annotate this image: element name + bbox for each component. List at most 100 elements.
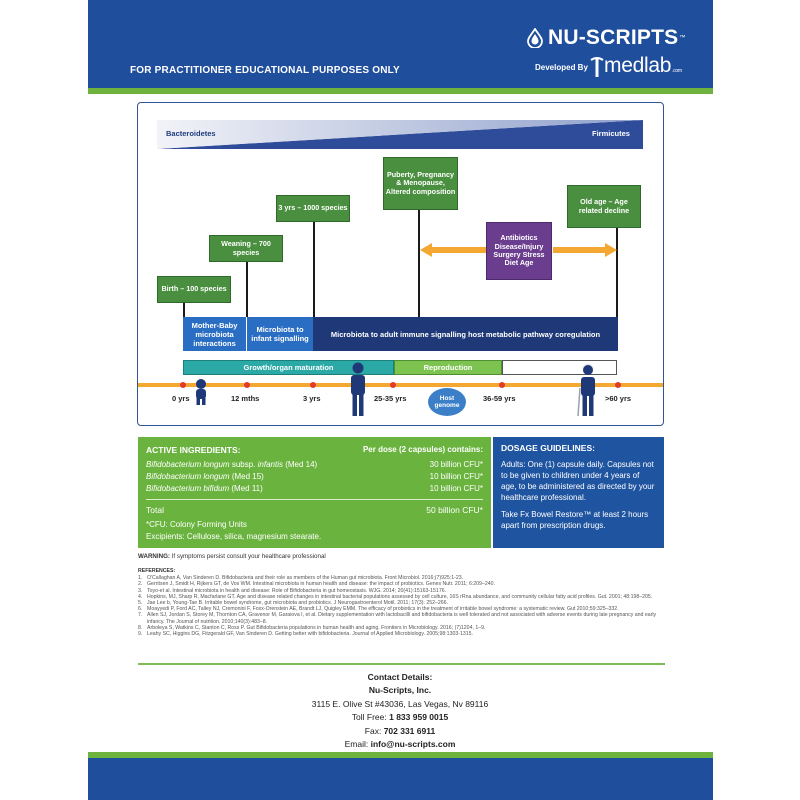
bacteroidetes-label: Bacteroidetes [166, 129, 216, 138]
developed-by-label: Developed By [535, 63, 588, 72]
contact-details: Contact Details: Nu-Scripts, Inc. 3115 E… [200, 671, 600, 751]
warning-note: WARNING: If symptoms persist consult you… [138, 553, 326, 560]
baby-icon [196, 379, 206, 405]
toll-free-number[interactable]: 1 833 959 0015 [389, 712, 449, 723]
microbiota-infant-phase: Microbiota to infant signalling [247, 317, 313, 351]
ingredients-total-row: Total 50 billion CFU* [146, 505, 483, 515]
fax-line: Fax: 702 331 6911 [364, 725, 436, 736]
partner-suffix: .com [672, 68, 682, 74]
total-amount: 50 billion CFU* [426, 505, 483, 515]
age-marker-dot [244, 382, 250, 388]
reference-item: 3.Toyo-et al. Intestinal microbiota in h… [138, 587, 447, 594]
reference-item: 5.Jae Lee b, Young-Tae B. Irritable bowe… [138, 600, 448, 607]
references-divider [138, 663, 665, 665]
ingredients-title: ACTIVE INGREDIENTS: [146, 445, 241, 455]
three-yrs-milestone: 3 yrs – 1000 species [276, 195, 350, 222]
header-band [88, 0, 713, 88]
email-link[interactable]: info@nu-scripts.com [370, 739, 456, 750]
age-label: 3 yrs [303, 394, 321, 403]
contact-title: Contact Details: [367, 672, 433, 682]
practitioner-disclaimer: FOR PRACTITIONER EDUCATIONAL PURPOSES ON… [130, 65, 400, 76]
disruption-factors-box: Antibiotics Disease/Injury Surgery Stres… [486, 222, 552, 280]
age-label: >60 yrs [605, 394, 632, 403]
ingredient-name: Bifidobacterium longum subsp. infantis (… [146, 460, 318, 469]
company-name: Nu-Scripts, Inc. [368, 685, 432, 696]
reference-item: 6.Moayyedi P, Ford AC, Talley NJ, Cremon… [138, 606, 619, 613]
age-marker-dot [310, 382, 316, 388]
footer-accent-stripe [88, 752, 713, 758]
ingredient-amount: 30 billion CFU* [429, 460, 483, 469]
partner-name: medlab [604, 54, 672, 77]
reference-item: 1.O'Callaghan A, Van Sinderen D. Bifidob… [138, 575, 464, 582]
age-marker-dot [390, 382, 396, 388]
header-accent-stripe [88, 88, 713, 94]
right-arrow-icon [553, 243, 617, 257]
three-yrs-connector [313, 221, 315, 317]
footer-band [88, 758, 713, 800]
brand-name: NU-SCRIPTS [548, 26, 679, 49]
company-address: 3115 E. Olive St #43036, Las Vegas, Nv 8… [311, 698, 489, 709]
puberty-connector [418, 210, 420, 317]
old-age-milestone: Old age – Age related decline [567, 185, 641, 228]
dosage-instructions: Adults: One (1) capsule daily. Capsules … [501, 460, 655, 502]
toll-free-line: Toll Free: 1 833 959 0015 [351, 712, 449, 723]
brand-trademark: ™ [679, 35, 686, 41]
warning-label: WARNING: [138, 553, 170, 560]
adult-icon [351, 362, 365, 416]
ingredient-row: Bifidobacterium longum (Med 15) 10 billi… [146, 471, 483, 483]
email-line: Email: info@nu-scripts.com [344, 739, 456, 750]
dosage-guidelines-panel: DOSAGE GUIDELINES: Adults: One (1) capsu… [493, 437, 664, 548]
dosage-timing-note: Take Fx Bowel Restore™ at least 2 hours … [501, 510, 649, 530]
age-label: 36-59 yrs [483, 394, 516, 403]
ingredient-row: Bifidobacterium longum subsp. infantis (… [146, 459, 483, 471]
reproduction-bar: Reproduction [394, 360, 502, 375]
age-label: 0 yrs [172, 394, 190, 403]
ingredient-row: Bifidobacterium bifidum (Med 11) 10 bill… [146, 483, 483, 495]
ingredient-name: Bifidobacterium longum (Med 15) [146, 472, 264, 481]
weaning-connector [246, 261, 248, 317]
fax-number[interactable]: 702 331 6911 [383, 725, 436, 736]
host-genome-badge: Host genome [428, 388, 466, 416]
reference-item: 4.Hopkins, MJ, Sharp R, Macfarlane GT. A… [138, 593, 653, 600]
total-label: Total [146, 505, 164, 515]
dosage-title: DOSAGE GUIDELINES: [501, 443, 595, 453]
adult-signalling-phase: Microbiota to adult immune signalling ho… [313, 317, 618, 351]
reference-item: 2.Gerritsen J, Smidt H, Rijkers GT, de V… [138, 581, 495, 588]
cfu-note: *CFU: Colony Forming Units [146, 520, 247, 529]
birth-connector [183, 303, 185, 317]
medlab-mark-icon [590, 57, 604, 77]
age-marker-dot [499, 382, 505, 388]
reference-item: 8.Arboleya S, Watkins C, Stanton C, Ross… [138, 624, 486, 631]
firmicutes-label: Firmicutes [592, 129, 630, 138]
puberty-milestone: Puberty, Pregnancy & Menopause, Altered … [383, 157, 458, 210]
ingredient-name: Bifidobacterium bifidum (Med 11) [146, 484, 263, 493]
ingredient-amount: 10 billion CFU* [429, 472, 483, 481]
left-arrow-icon [420, 243, 486, 257]
birth-milestone: Birth – 100 species [157, 276, 231, 303]
drop-icon [527, 28, 543, 48]
growth-maturation-bar: Growth/organ maturation [183, 360, 394, 375]
references-title: REFERENCES: [138, 568, 176, 574]
ingredient-amount: 10 billion CFU* [429, 484, 483, 493]
reference-item: 9.Leahy SC, Higgins DG, Fitzgerald GF, V… [138, 631, 473, 638]
active-ingredients-panel: ACTIVE INGREDIENTS: Per dose (2 capsules… [138, 437, 491, 548]
age-marker-dot [180, 382, 186, 388]
per-dose-label: Per dose (2 capsules) contains: [362, 445, 483, 454]
warning-text: If symptoms persist consult your healthc… [169, 553, 326, 560]
excipients-note: Excipients: Cellulose, silica, magnesium… [146, 532, 322, 541]
partner-logo[interactable]: medlab .com [590, 54, 682, 78]
old-age-connector [616, 227, 618, 317]
age-marker-dot [615, 382, 621, 388]
ingredients-divider [146, 499, 483, 500]
elderly-icon [577, 363, 595, 417]
weaning-milestone: Weaning – 700 species [209, 235, 283, 262]
reference-item: 7.Allen SJ, Jordan S, Storey M, Thornton… [138, 612, 657, 625]
brand-logo[interactable]: NU-SCRIPTS ™ [526, 24, 685, 52]
bacteria-gradient-wedge [157, 120, 643, 149]
mother-baby-phase: Mother-Baby microbiota interactions [183, 317, 246, 351]
age-label: 25-35 yrs [374, 394, 407, 403]
age-label: 12 mths [231, 394, 260, 403]
references-section: REFERENCES: 1.O'Callaghan A, Van Sindere… [138, 568, 665, 637]
ingredient-list: Bifidobacterium longum subsp. infantis (… [146, 459, 483, 495]
age-axis-line [138, 383, 663, 387]
